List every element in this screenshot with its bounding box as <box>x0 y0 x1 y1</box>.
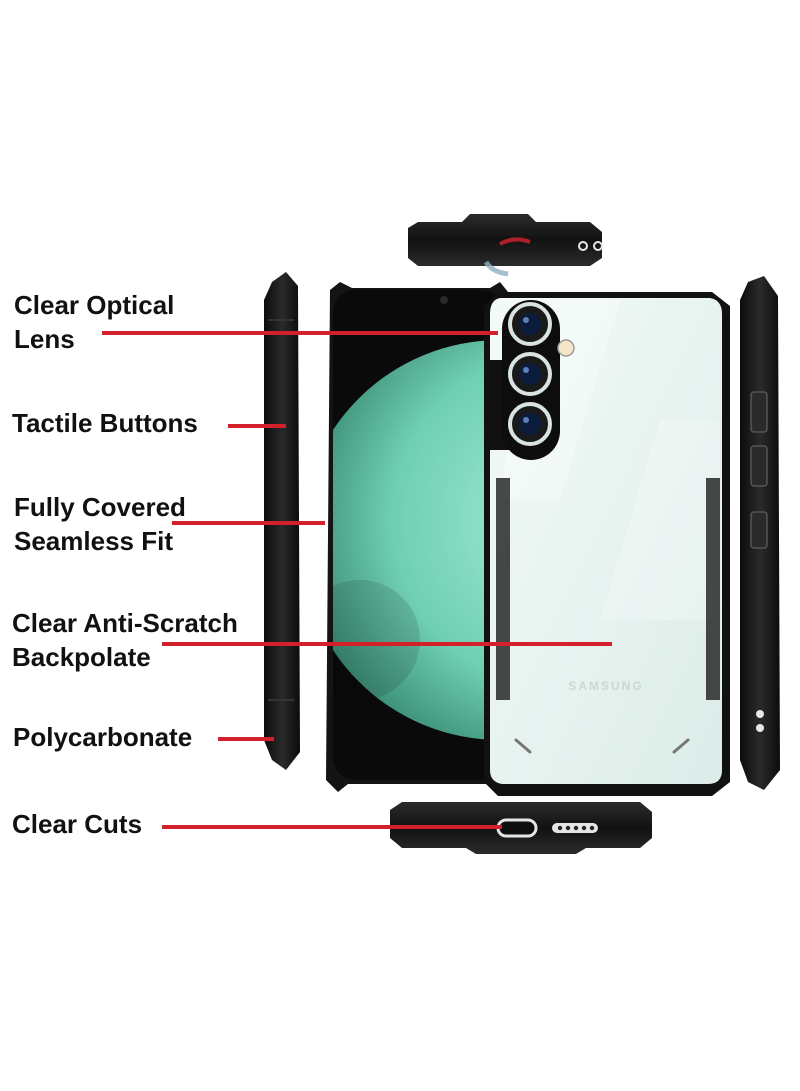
label-polycarbonate: Polycarbonate <box>13 722 193 752</box>
label-fully-covered-seamless-fit: Fully Covered Seamless Fit <box>14 492 186 556</box>
pointer-line <box>162 825 502 829</box>
bottom-edge-view <box>390 802 652 854</box>
right-edge-view <box>740 276 780 790</box>
pointer-line <box>218 737 274 741</box>
label-clear-cuts: Clear Cuts <box>12 809 143 839</box>
speaker-hole-icon <box>756 724 764 732</box>
usb-port-icon <box>496 818 538 838</box>
pointer-line <box>162 642 612 646</box>
volume-down-button <box>750 445 768 487</box>
camera-lens-icon <box>508 302 552 346</box>
camera-lens-icon <box>508 402 552 446</box>
pointer-line <box>228 424 286 428</box>
label-tactile-buttons: Tactile Buttons <box>12 408 198 438</box>
flash-icon <box>557 339 575 357</box>
label-clear-optical-lens: Clear Optical Lens <box>14 290 175 354</box>
brand-logo: SAMSUNG <box>568 679 643 693</box>
microphone-hole-icon <box>578 241 588 251</box>
power-button <box>750 511 768 549</box>
camera-lens-icon <box>508 352 552 396</box>
label-clear-anti-scratch-backplate: Clear Anti-Scratch Backpolate <box>12 608 238 672</box>
microphone-hole-icon <box>593 241 603 251</box>
pointer-line <box>172 521 325 525</box>
camera-module <box>502 300 575 460</box>
front-camera-icon <box>440 296 448 304</box>
volume-button <box>750 391 768 433</box>
top-edge-view <box>408 214 603 277</box>
pointer-line <box>102 331 498 335</box>
phone-back: SAMSUNG <box>484 292 730 796</box>
speaker-hole-icon <box>756 710 764 718</box>
